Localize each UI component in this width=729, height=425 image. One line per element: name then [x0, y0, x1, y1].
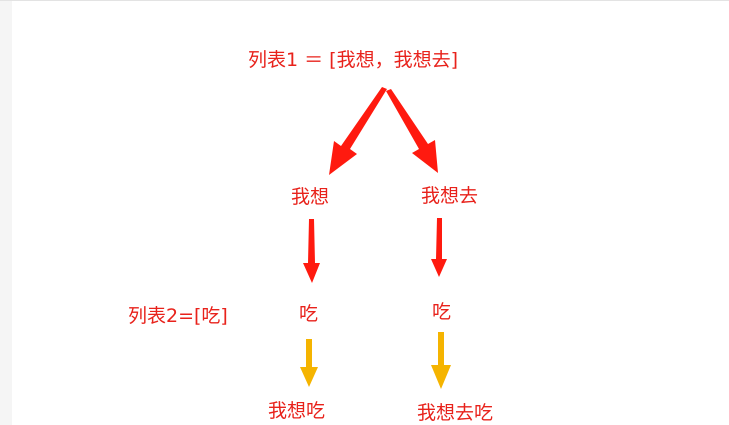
eat-left-label: 吃 — [299, 303, 319, 325]
arrow-list1-to-right — [386, 89, 438, 173]
result-right-label: 我想去吃 — [417, 402, 494, 424]
arrow-left-to-eat — [303, 219, 320, 283]
arrow-list1-to-left — [329, 87, 387, 175]
list1-label: 列表1 ＝ [我想，我想去] — [248, 49, 458, 71]
list2-label: 列表2=[吃] — [128, 305, 228, 327]
result-left-label: 我想吃 — [268, 400, 326, 422]
arrow-eat-right-to-result — [431, 332, 451, 389]
arrow-eat-left-to-result — [300, 339, 318, 387]
eat-right-label: 吃 — [432, 301, 452, 323]
branch-right-label: 我想去 — [421, 185, 479, 207]
branch-left-label: 我想 — [291, 186, 330, 208]
left-margin — [0, 1, 12, 425]
arrow-right-to-eat — [431, 218, 447, 277]
